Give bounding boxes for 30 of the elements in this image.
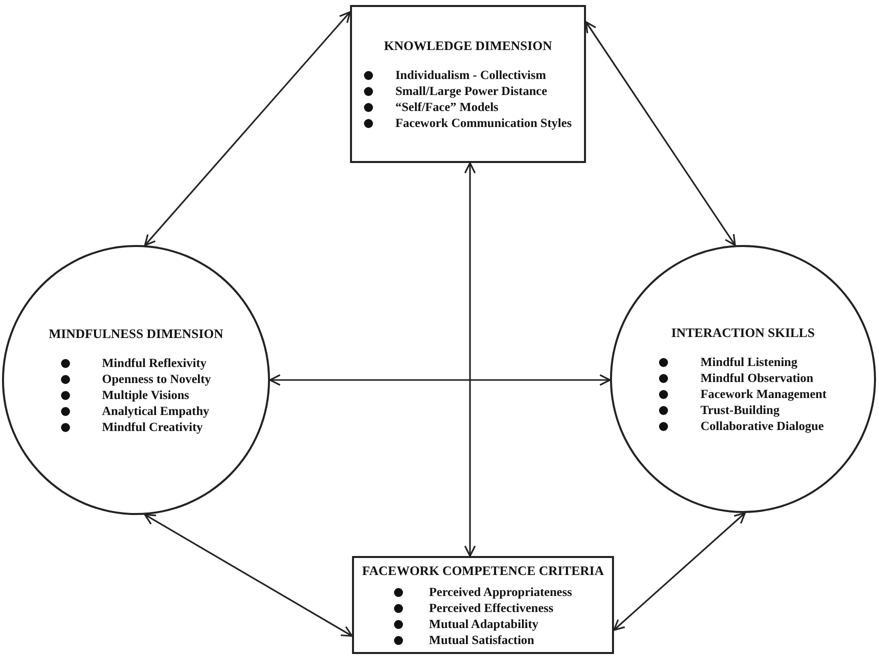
heading: KNOWLEDGE DIMENSION xyxy=(384,38,552,54)
list-item: Mindful Listening xyxy=(700,354,798,370)
double-arrow xyxy=(613,512,746,631)
double-arrow xyxy=(144,514,353,637)
heading: MINDFULNESS DIMENSION xyxy=(48,326,224,342)
dimension-box xyxy=(352,556,614,654)
list-item: Mutual Satisfaction xyxy=(429,632,534,648)
double-arrow xyxy=(144,11,351,246)
heading: FACEWORK COMPETENCE CRITERIA xyxy=(362,562,604,578)
list-item: Mindful Observation xyxy=(700,370,814,386)
list-item: Perceived Effectiveness xyxy=(429,600,554,616)
list-item: “Self/Face” Models xyxy=(395,100,498,114)
list-item: Analytical Empathy xyxy=(102,404,210,418)
list-item: Trust-Building xyxy=(700,402,780,418)
list-item: Facework Communication Styles xyxy=(395,116,572,130)
double-arrow xyxy=(269,374,611,386)
list-item: Perceived Appropriateness xyxy=(429,584,572,600)
list-item: Openness to Novelty xyxy=(102,372,212,386)
list-item: Individualism - Collectivism xyxy=(395,68,546,82)
list-item: Mindful Reflexivity xyxy=(102,356,206,370)
list-item: Mutual Adaptability xyxy=(429,616,538,632)
list-item: Mindful Creativity xyxy=(102,420,203,434)
double-arrow xyxy=(585,21,736,246)
double-arrow xyxy=(464,162,476,557)
list-item: Collaborative Dialogue xyxy=(700,418,824,434)
list-item: Facework Management xyxy=(700,386,826,402)
heading: INTERACTION SKILLS xyxy=(671,324,815,340)
list-item: Multiple Visions xyxy=(102,388,190,402)
list-item: Small/Large Power Distance xyxy=(395,84,548,98)
dimension-box xyxy=(350,5,586,163)
